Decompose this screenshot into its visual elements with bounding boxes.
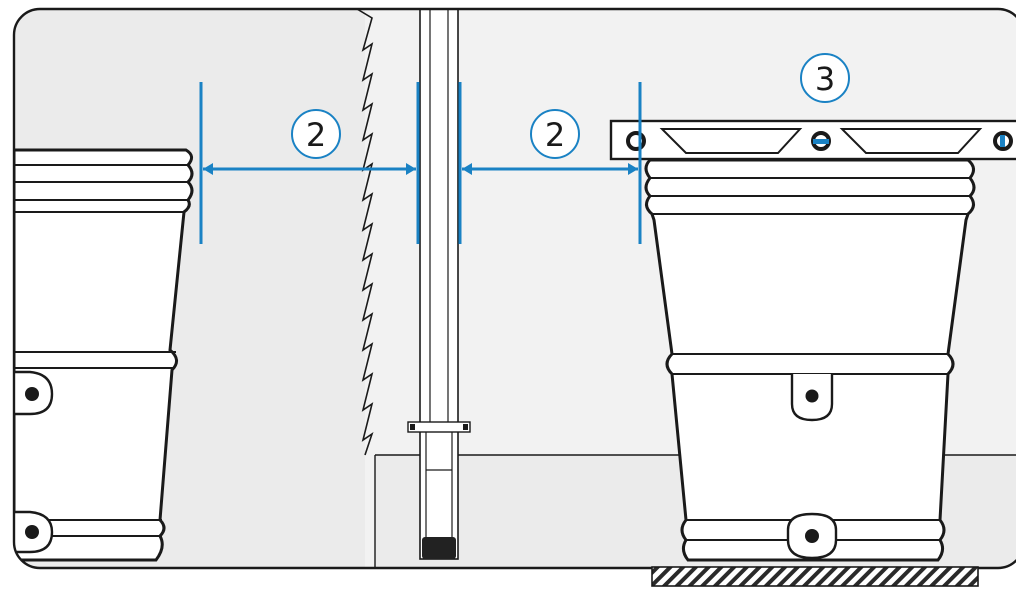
callout-gap-left: 2 bbox=[291, 109, 341, 159]
barrel-left bbox=[14, 148, 194, 562]
break-line bbox=[356, 9, 374, 456]
callout-label: 2 bbox=[545, 116, 565, 154]
callout-label: 3 bbox=[815, 60, 835, 98]
bolt-hole-icon bbox=[25, 525, 39, 539]
bolt-hole-icon bbox=[805, 389, 819, 403]
pipe-outlet bbox=[422, 537, 456, 559]
callout-bracket: 3 bbox=[800, 53, 850, 103]
barrel-right bbox=[644, 158, 976, 562]
arrowheads bbox=[203, 163, 638, 175]
dimension-lines bbox=[199, 82, 642, 244]
ground-slab bbox=[651, 566, 979, 587]
callout-label: 2 bbox=[306, 116, 326, 154]
bolt-hole-icon bbox=[805, 529, 819, 543]
callout-gap-right: 2 bbox=[530, 109, 580, 159]
mounting-bracket-icon bbox=[609, 119, 1016, 161]
panel-frame bbox=[12, 7, 1016, 570]
bolt-hole-icon bbox=[25, 387, 39, 401]
pipe-clamp bbox=[407, 421, 471, 433]
downpipe bbox=[407, 9, 471, 560]
